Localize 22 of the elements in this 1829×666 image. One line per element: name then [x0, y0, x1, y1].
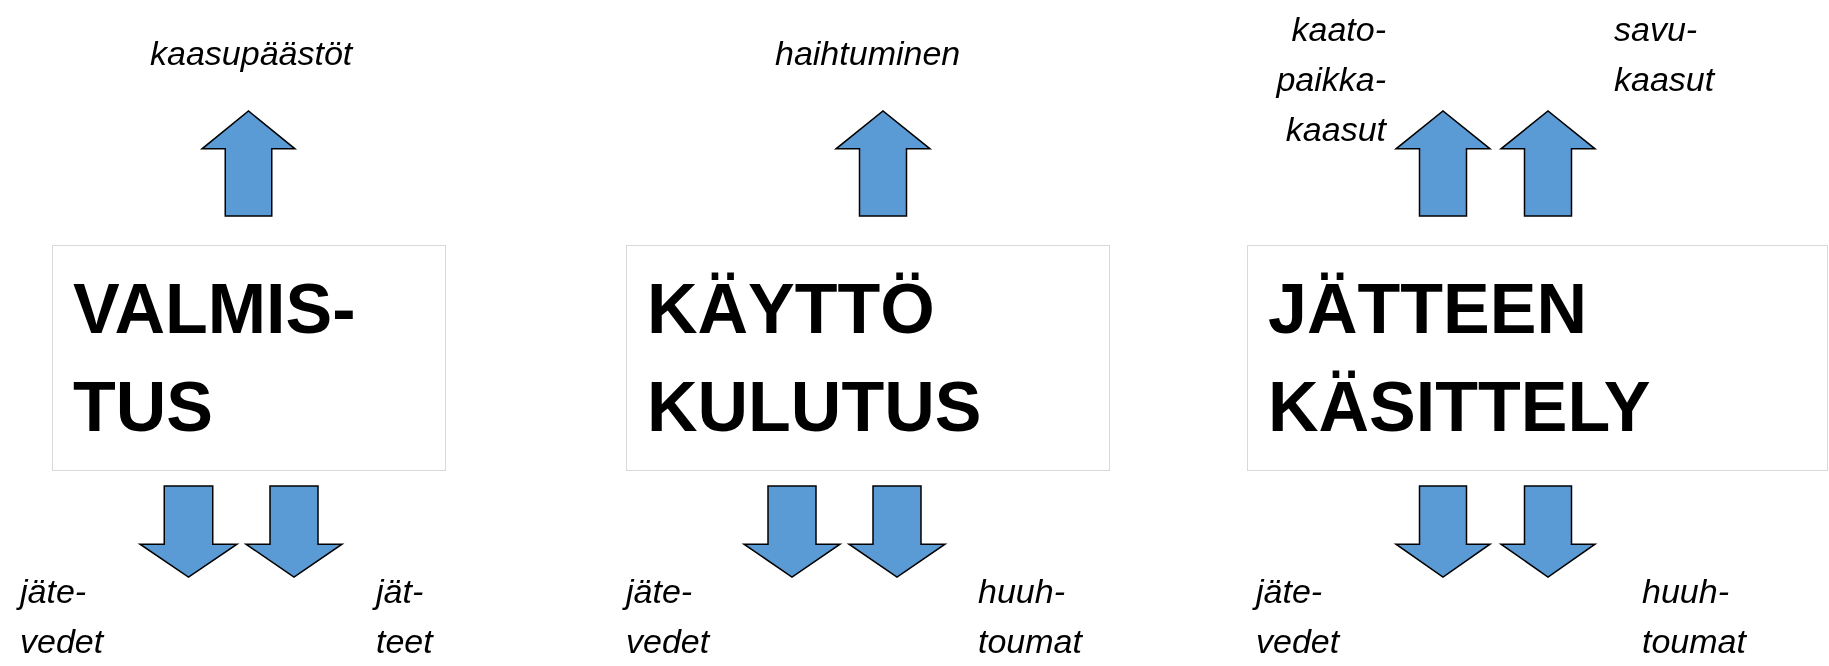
flow-label: huuh- toumat — [978, 571, 1082, 662]
flow-label: savu- kaasut — [1614, 9, 1715, 100]
block-arrow — [243, 485, 345, 578]
block-arrow — [1393, 485, 1493, 578]
flow-label: kaato- paikka- kaasut — [1276, 9, 1386, 150]
block-arrow — [846, 485, 948, 578]
block-arrow — [1393, 110, 1493, 217]
block-arrow — [833, 110, 933, 217]
stage-box — [626, 245, 1110, 471]
stage-title: KÄYTTÖ KULUTUS — [647, 269, 982, 448]
stage-box — [52, 245, 446, 471]
block-arrow — [1498, 110, 1598, 217]
block-arrow — [1498, 485, 1598, 578]
stage-box — [1247, 245, 1828, 471]
flow-label: huuh- toumat — [1642, 571, 1746, 662]
block-arrow — [199, 110, 298, 217]
flow-label: kaasupäästöt — [150, 33, 353, 74]
flow-label: haihtuminen — [775, 33, 961, 74]
block-arrow — [741, 485, 843, 578]
block-arrow — [137, 485, 240, 578]
stage-title: JÄTTEEN KÄSITTELY — [1268, 269, 1651, 448]
stage-title: VALMIS- TUS — [73, 269, 356, 448]
